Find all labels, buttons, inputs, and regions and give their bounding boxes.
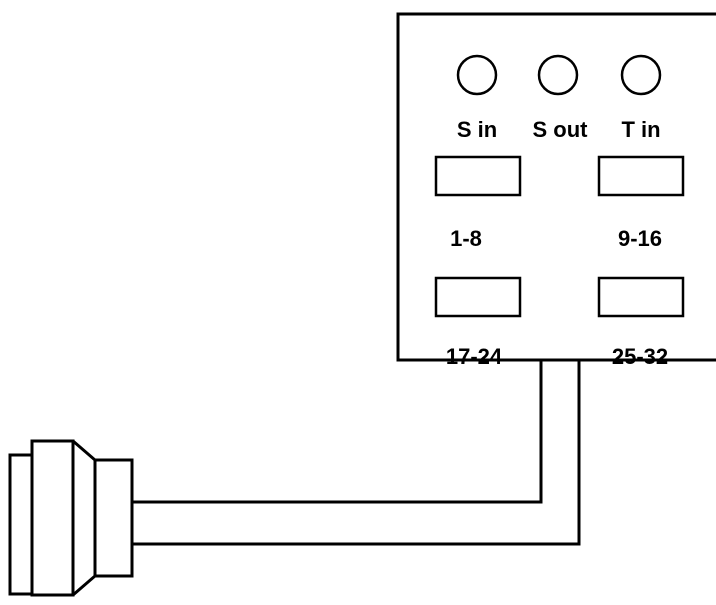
port-25-32[interactable] — [597, 276, 685, 318]
port-labels: 1-8 9-16 17-24 25-32 — [446, 226, 668, 369]
plug-collar — [93, 458, 134, 578]
port-25-32-label: 25-32 — [612, 344, 668, 369]
s-out-jack-icon[interactable] — [537, 54, 579, 96]
port-grid — [434, 155, 685, 318]
port-9-16[interactable] — [597, 155, 685, 197]
s-out-label: S out — [533, 117, 589, 142]
s-in-label: S in — [457, 117, 497, 142]
jack-labels: S in S out T in — [457, 117, 661, 142]
cable-wire-lower — [132, 360, 581, 546]
port-1-8[interactable] — [434, 155, 522, 197]
panel-outline — [396, 12, 716, 362]
cable-wire-upper — [132, 360, 543, 504]
interface-panel — [396, 12, 716, 362]
plug-back-cap — [8, 453, 34, 596]
plug-body — [30, 439, 75, 597]
jack-row — [456, 54, 662, 96]
s-in-jack-icon[interactable] — [456, 54, 498, 96]
plug-connector-icon — [8, 439, 134, 597]
t-in-jack-icon[interactable] — [620, 54, 662, 96]
port-17-24[interactable] — [434, 276, 522, 318]
cable — [132, 360, 581, 546]
port-1-8-label: 1-8 — [450, 226, 482, 251]
port-9-16-label: 9-16 — [618, 226, 662, 251]
t-in-label: T in — [621, 117, 660, 142]
plug-taper — [72, 439, 97, 597]
port-17-24-label: 17-24 — [446, 344, 503, 369]
